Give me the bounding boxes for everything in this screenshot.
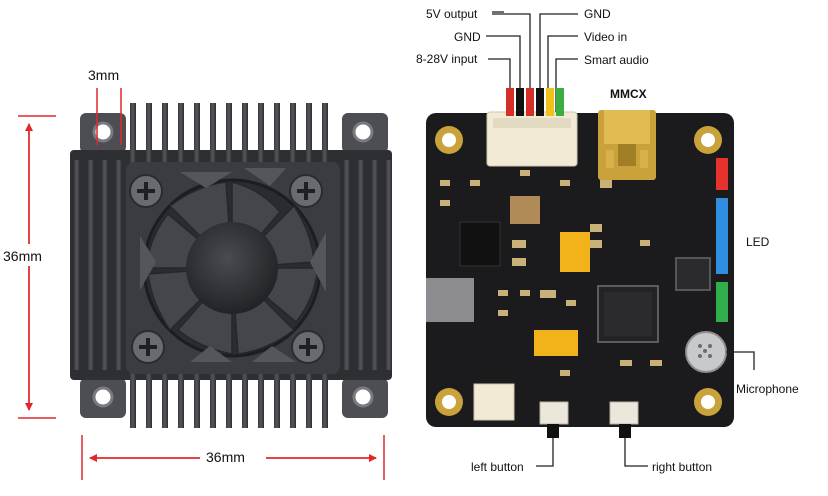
right-button-label: right button <box>652 460 712 474</box>
mount-hole-br <box>352 386 374 408</box>
dimension-height-label: 36mm <box>3 248 42 264</box>
heatsink-triangles <box>140 168 326 362</box>
microphone-label: Microphone <box>736 382 799 396</box>
pin-red-2 <box>526 88 534 116</box>
pin-black-1 <box>516 88 524 116</box>
screw-tr <box>289 174 323 208</box>
dimension-width-label: 36mm <box>206 449 245 465</box>
pin-label-smart-audio: Smart audio <box>584 53 649 67</box>
heatsink-fins-bottom <box>130 370 328 428</box>
led-red <box>716 158 728 190</box>
fan-hub <box>186 222 278 314</box>
mmcx-label: MMCX <box>610 87 647 101</box>
dimension-height: 36mm <box>0 115 56 419</box>
chip-small <box>675 257 711 291</box>
pin-label-5v-output: 5V output <box>426 7 478 21</box>
right-button-switch[interactable] <box>609 401 639 438</box>
screw-br <box>291 330 325 364</box>
led-strip <box>716 158 728 322</box>
chip-silver <box>426 278 474 322</box>
heatsink-fins-top <box>130 103 328 163</box>
heatsink-fins-right <box>344 160 392 370</box>
pin-label-gnd-left: GND <box>454 30 481 44</box>
left-button-leader <box>536 438 554 467</box>
bottom-connector <box>473 383 515 421</box>
screw-tl <box>129 174 163 208</box>
heatsink-fins-left <box>74 160 122 370</box>
mount-hole-bl <box>92 386 114 408</box>
dimension-3mm-label: 3mm <box>88 67 119 83</box>
pin-label-video-in: Video in <box>584 30 627 44</box>
screw-bl <box>131 330 165 364</box>
pin-black-2 <box>536 88 544 116</box>
led-green <box>716 282 728 322</box>
pin-label-gnd-right: GND <box>584 7 611 21</box>
mount-hole-tl <box>92 121 114 143</box>
left-button-switch[interactable] <box>539 401 569 438</box>
pin-label-input: 8-28V input <box>416 52 478 66</box>
heatsink-unit <box>70 103 392 428</box>
led-blue <box>716 198 728 274</box>
pin-green <box>556 88 564 116</box>
dimension-3mm: 3mm <box>88 67 122 145</box>
right-button-leader <box>624 438 648 467</box>
cap-yellow-1 <box>560 232 590 272</box>
mount-hole-tr <box>352 121 374 143</box>
dimension-width: 36mm <box>81 435 385 480</box>
pin-yellow <box>546 88 554 116</box>
chip-regulator <box>459 221 501 267</box>
microphone-icon <box>685 331 727 373</box>
pcb-board <box>426 110 734 438</box>
capacitor-tan <box>510 196 540 224</box>
led-label: LED <box>746 235 770 249</box>
cap-yellow-2 <box>534 330 578 356</box>
pin-red <box>506 88 514 116</box>
left-button-label: left button <box>471 460 524 474</box>
microphone-leader <box>726 351 755 370</box>
smd-parts <box>440 170 662 376</box>
